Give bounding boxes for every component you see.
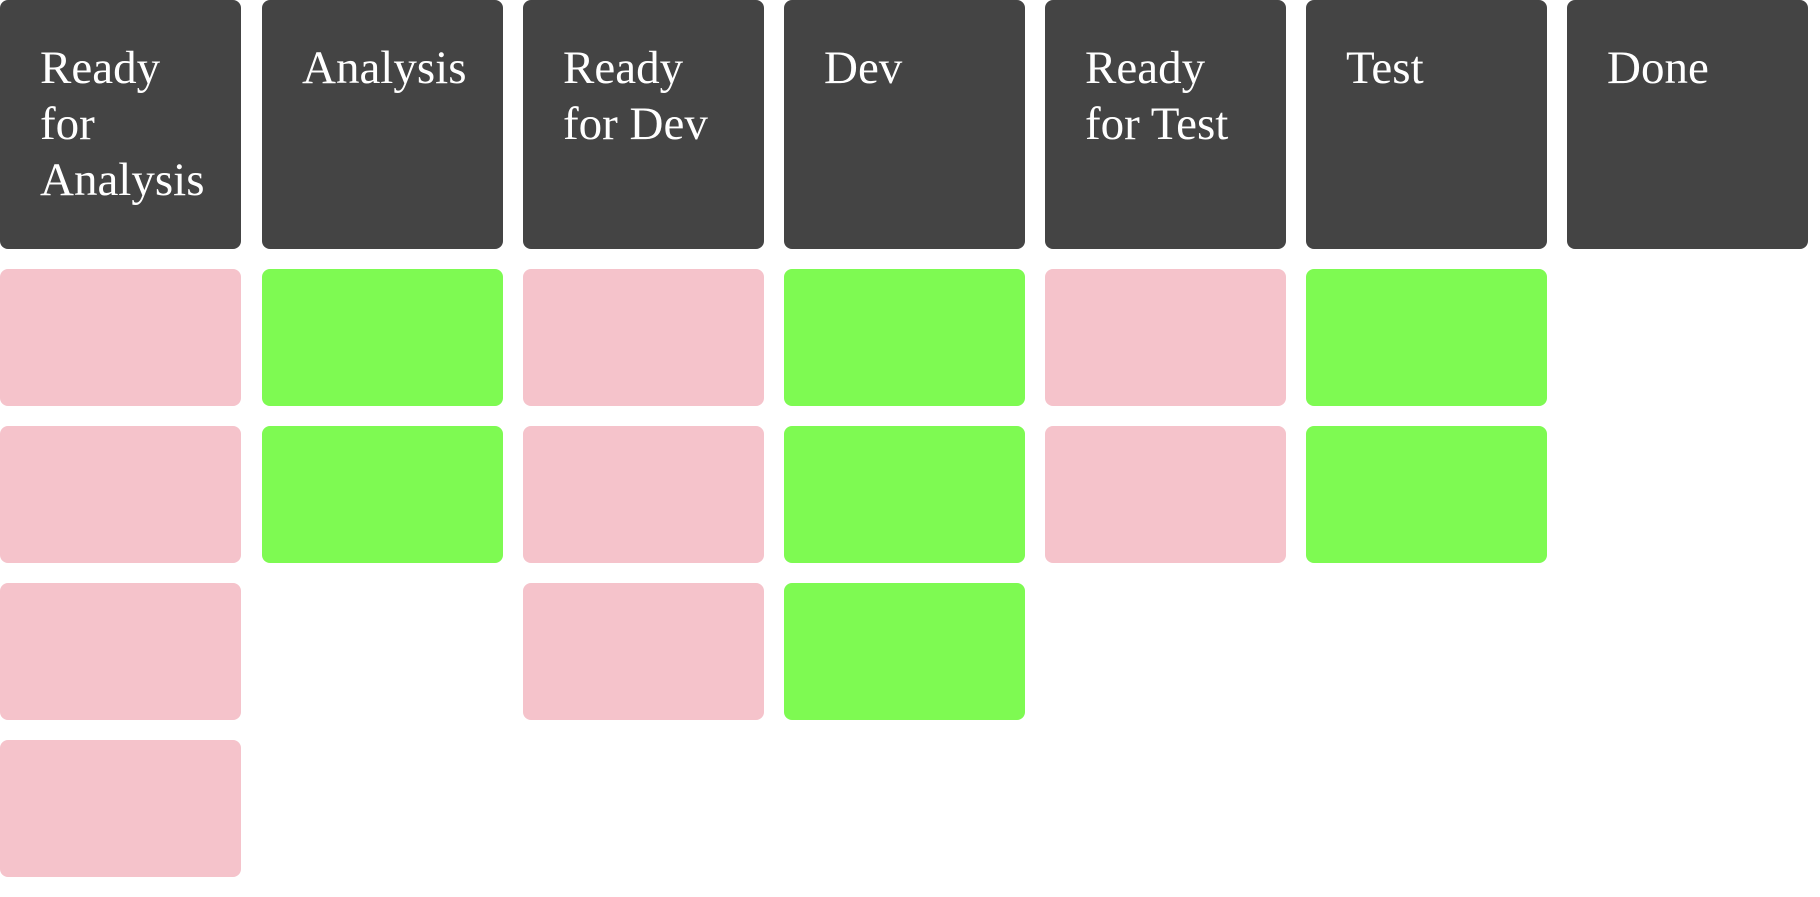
column-title: Done bbox=[1607, 42, 1709, 94]
kanban-card[interactable] bbox=[784, 426, 1025, 563]
kanban-board: Ready for Analysis Analysis Ready for De… bbox=[0, 0, 1808, 877]
kanban-card[interactable] bbox=[1045, 269, 1286, 406]
column-title: Analysis bbox=[302, 42, 467, 94]
kanban-card[interactable] bbox=[523, 426, 764, 563]
kanban-card[interactable] bbox=[784, 583, 1025, 720]
column-header: Ready for Test bbox=[1045, 0, 1286, 249]
kanban-card[interactable] bbox=[1306, 269, 1547, 406]
kanban-card[interactable] bbox=[523, 583, 764, 720]
column-title: Dev bbox=[824, 42, 903, 94]
kanban-card[interactable] bbox=[262, 269, 503, 406]
card-list bbox=[262, 269, 503, 583]
column-header: Dev bbox=[784, 0, 1025, 249]
column-title: Ready for Dev bbox=[563, 42, 708, 150]
kanban-card[interactable] bbox=[0, 583, 241, 720]
column-header: Ready for Analysis bbox=[0, 0, 241, 249]
card-list bbox=[1306, 269, 1547, 583]
column-header: Done bbox=[1567, 0, 1808, 249]
kanban-card[interactable] bbox=[1306, 426, 1547, 563]
card-list bbox=[784, 269, 1025, 740]
card-list bbox=[0, 269, 241, 897]
column-done: Done bbox=[1567, 0, 1808, 249]
kanban-card[interactable] bbox=[523, 269, 764, 406]
column-header: Analysis bbox=[262, 0, 503, 249]
card-list bbox=[1045, 269, 1286, 583]
kanban-card[interactable] bbox=[0, 426, 241, 563]
column-title: Ready for Analysis bbox=[40, 42, 205, 206]
column-analysis: Analysis bbox=[262, 0, 503, 563]
column-ready-for-dev: Ready for Dev bbox=[523, 0, 764, 720]
column-dev: Dev bbox=[784, 0, 1025, 720]
kanban-card[interactable] bbox=[262, 426, 503, 563]
column-ready-for-test: Ready for Test bbox=[1045, 0, 1286, 563]
column-test: Test bbox=[1306, 0, 1547, 563]
column-title: Ready for Test bbox=[1085, 42, 1229, 150]
column-ready-for-analysis: Ready for Analysis bbox=[0, 0, 241, 877]
kanban-card[interactable] bbox=[1045, 426, 1286, 563]
kanban-card[interactable] bbox=[784, 269, 1025, 406]
card-list bbox=[523, 269, 764, 740]
kanban-card[interactable] bbox=[0, 740, 241, 877]
column-header: Test bbox=[1306, 0, 1547, 249]
kanban-card[interactable] bbox=[0, 269, 241, 406]
column-title: Test bbox=[1346, 42, 1424, 94]
column-header: Ready for Dev bbox=[523, 0, 764, 249]
